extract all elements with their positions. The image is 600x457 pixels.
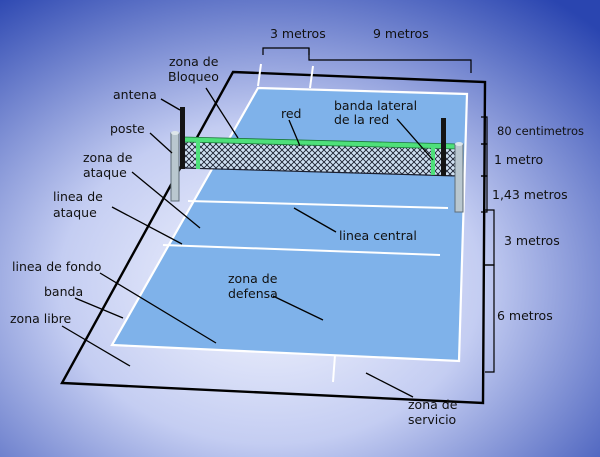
dim-label-80cm: 80 centimetros bbox=[497, 124, 584, 138]
label-zona-defensa-line1: zona de bbox=[228, 271, 278, 286]
dim-label-143m: 1,43 metros bbox=[492, 187, 568, 202]
dim-bracket-6m-side bbox=[485, 264, 495, 373]
arrow-zona-defensa bbox=[272, 295, 324, 321]
arrow-linea-central bbox=[293, 207, 337, 233]
dim-label-1m: 1 metro bbox=[494, 152, 543, 167]
arrow-antena bbox=[160, 98, 181, 111]
label-banda-lateral-line2: de la red bbox=[334, 112, 389, 127]
label-zona-servicio-line1: zona de bbox=[408, 397, 458, 412]
antenna-right bbox=[441, 118, 446, 176]
antenna-left bbox=[180, 107, 185, 169]
arrow-red bbox=[288, 119, 301, 147]
label-banda-lateral-line1: banda lateral bbox=[334, 98, 417, 113]
post-left-top bbox=[171, 131, 179, 135]
arrow-linea-fondo bbox=[99, 272, 217, 344]
post-right-top bbox=[455, 142, 463, 146]
label-linea-fondo: linea de fondo bbox=[12, 259, 101, 274]
label-red: red bbox=[281, 106, 302, 121]
arrow-poste bbox=[149, 132, 173, 154]
label-linea-ataque-line2: ataque bbox=[53, 205, 97, 220]
center-line bbox=[162, 244, 441, 256]
dim-bracket-9m-top bbox=[308, 48, 472, 73]
free-zone-outline bbox=[60, 70, 487, 405]
dim-bracket-143m bbox=[481, 175, 488, 213]
arrow-zona-libre bbox=[61, 325, 131, 367]
label-zona-ataque-line2: ataque bbox=[83, 165, 127, 180]
label-zona-defensa-line2: defensa bbox=[228, 286, 278, 301]
label-zona-libre: zona libre bbox=[10, 311, 72, 326]
label-poste: poste bbox=[110, 121, 145, 136]
label-antena: antena bbox=[113, 87, 157, 102]
net-bottom-cable bbox=[183, 167, 459, 177]
dim-label-9m-top: 9 metros bbox=[373, 26, 429, 41]
net-mesh bbox=[184, 140, 458, 176]
service-mark-right bbox=[309, 65, 314, 89]
post-right bbox=[454, 143, 464, 213]
dim-label-6m-side: 6 metros bbox=[497, 308, 553, 323]
arrow-zona-bloqueo bbox=[205, 87, 239, 139]
dim-label-3m-side: 3 metros bbox=[504, 233, 560, 248]
service-zone-mark bbox=[332, 354, 336, 383]
post-left bbox=[170, 132, 180, 202]
pointer-arrows bbox=[61, 87, 434, 398]
label-zona-ataque-line1: zona de bbox=[83, 150, 133, 165]
label-zona-bloqueo-line1: zona de bbox=[169, 54, 219, 69]
label-linea-ataque-line1: linea de bbox=[53, 189, 103, 204]
label-banda: banda bbox=[44, 284, 83, 299]
label-linea-central: linea central bbox=[339, 228, 417, 243]
label-zona-servicio-line2: servicio bbox=[408, 412, 456, 427]
arrow-zona-servicio bbox=[365, 372, 414, 398]
arrow-linea-ataque bbox=[111, 206, 183, 245]
arrow-zona-ataque bbox=[131, 171, 201, 229]
attack-line-near bbox=[187, 200, 449, 209]
net bbox=[183, 136, 459, 177]
dim-label-3m-top: 3 metros bbox=[270, 26, 326, 41]
arrow-banda-lateral bbox=[396, 118, 434, 161]
service-mark-left bbox=[257, 63, 262, 87]
arrow-banda bbox=[74, 297, 124, 319]
label-zona-bloqueo-line2: Bloqueo bbox=[168, 69, 219, 84]
